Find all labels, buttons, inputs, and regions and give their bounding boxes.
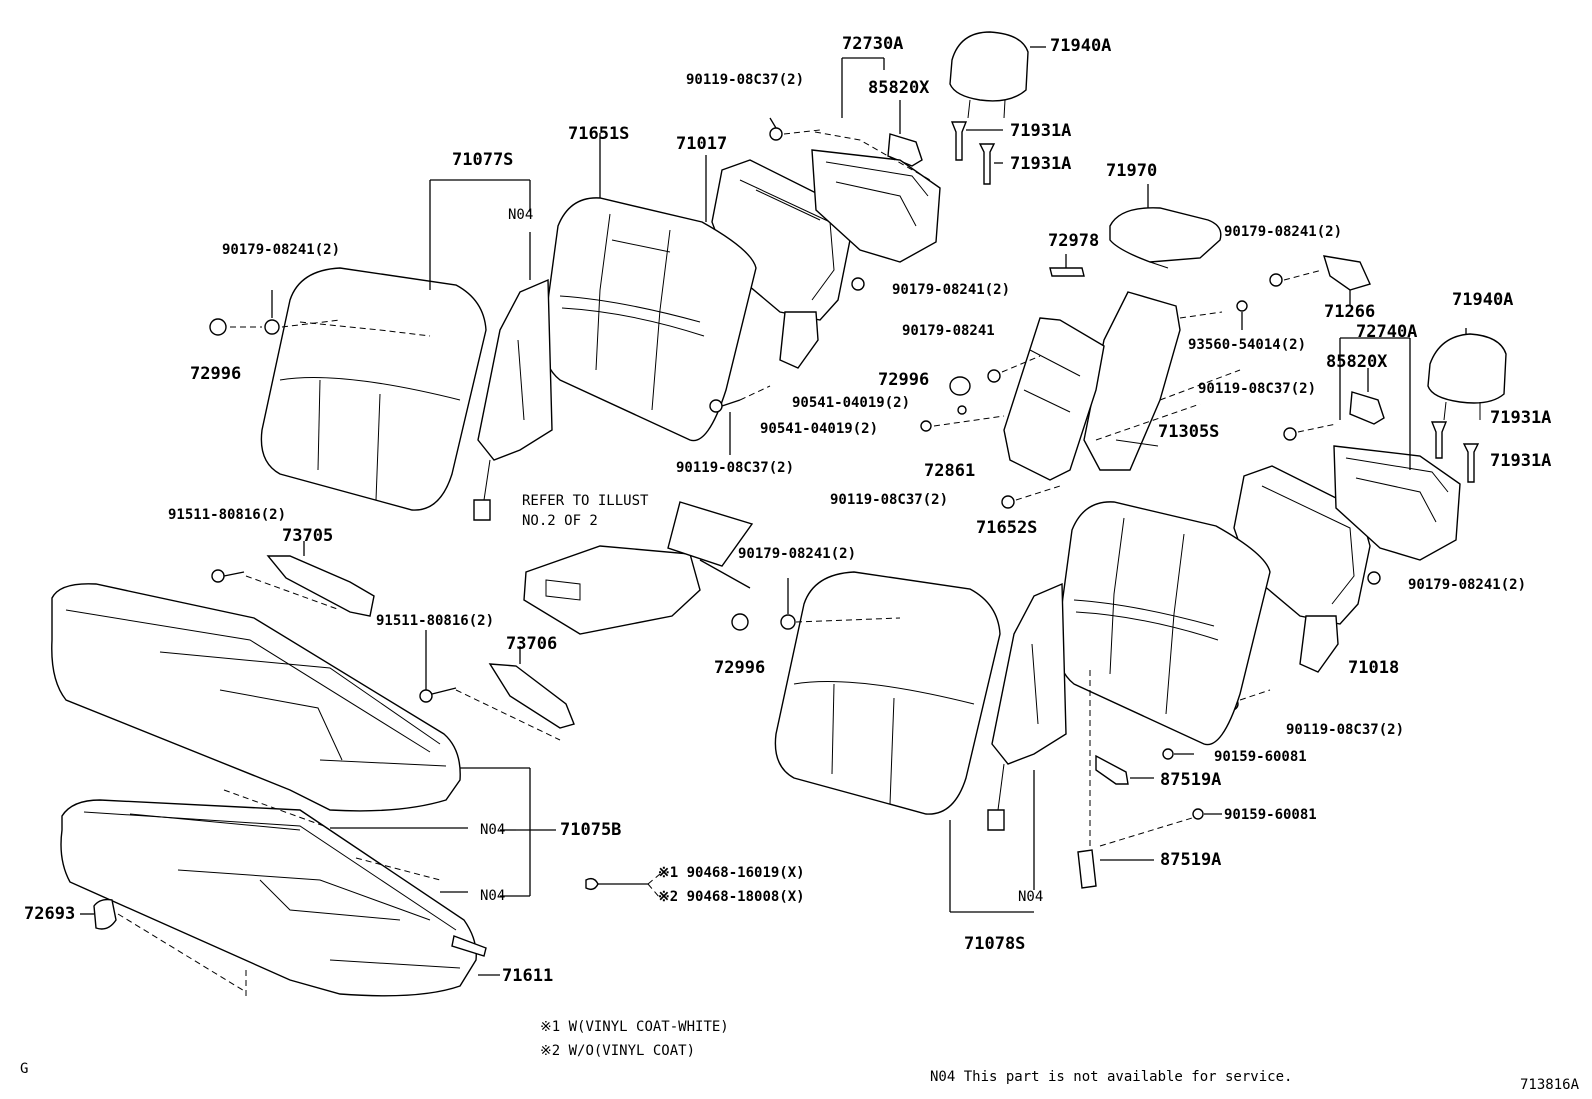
plug-72996-right bbox=[731, 578, 901, 631]
part-label-71017[interactable]: 71017 bbox=[676, 134, 728, 154]
plug-72996-left bbox=[209, 290, 341, 336]
part-label-72996-left[interactable]: 72996 bbox=[190, 364, 242, 384]
n04-marker-71078S: N04 bbox=[1018, 889, 1044, 905]
part-label-71931A-4[interactable]: 71931A bbox=[1490, 451, 1552, 471]
n04-marker-cushion-lower: N04 bbox=[480, 888, 506, 904]
part-label-71018[interactable]: 71018 bbox=[1348, 658, 1400, 678]
leader-72730A bbox=[841, 57, 885, 118]
figure-id: 713816A bbox=[1520, 1077, 1580, 1093]
part-label-71931A-3[interactable]: 71931A bbox=[1490, 408, 1552, 428]
part-label-90179-08241[interactable]: 90179-08241 bbox=[902, 323, 995, 339]
part-label-90179-08241-center-lower[interactable]: 90179-08241(2) bbox=[738, 546, 857, 562]
hooks-87519A bbox=[1077, 670, 1222, 889]
part-label-71305S[interactable]: 71305S bbox=[1158, 422, 1220, 442]
bolt-90119-left bbox=[709, 117, 865, 455]
footnote-1: ※1 W(VINYL COAT-WHITE) bbox=[540, 1019, 729, 1035]
part-label-90119-08C37-right[interactable]: 90119-08C37(2) bbox=[1198, 381, 1317, 397]
part-label-87519A-2[interactable]: 87519A bbox=[1160, 850, 1222, 870]
part-label-90119-08C37-center[interactable]: 90119-08C37(2) bbox=[830, 492, 949, 508]
service-note: N04 This part is not available for servi… bbox=[930, 1069, 1293, 1085]
part-label-87519A-1[interactable]: 87519A bbox=[1160, 770, 1222, 790]
part-label-71970[interactable]: 71970 bbox=[1106, 161, 1158, 181]
cushion-71075B bbox=[51, 583, 556, 897]
option-2: ※2 90468-18008(X) bbox=[658, 889, 805, 905]
cover-71651S bbox=[542, 133, 757, 442]
part-label-90541-04019-2[interactable]: 90541-04019(2) bbox=[760, 421, 879, 437]
part-label-71611[interactable]: 71611 bbox=[502, 966, 554, 986]
part-label-90179-08241-center[interactable]: 90179-08241(2) bbox=[892, 282, 1011, 298]
brackets-73705-73706 bbox=[211, 541, 575, 741]
part-label-72996-center[interactable]: 72996 bbox=[878, 370, 930, 390]
refer-note-line2: NO.2 OF 2 bbox=[522, 513, 598, 529]
refer-note-line1: REFER TO ILLUST bbox=[522, 493, 649, 509]
part-label-71651S[interactable]: 71651S bbox=[568, 124, 630, 144]
part-label-71078S[interactable]: 71078S bbox=[964, 934, 1026, 954]
part-label-85820X-right[interactable]: 85820X bbox=[1326, 352, 1388, 372]
part-label-72740A[interactable]: 72740A bbox=[1356, 322, 1418, 342]
pad-71078S bbox=[774, 571, 1067, 913]
n04-marker-cushion-upper: N04 bbox=[480, 822, 506, 838]
part-label-71940A-lower[interactable]: 71940A bbox=[1452, 290, 1514, 310]
lock-85820X-left bbox=[887, 100, 923, 167]
part-label-90119-08C37-upper[interactable]: 90119-08C37(2) bbox=[686, 72, 805, 88]
footnote-2: ※2 W/O(VINYL COAT) bbox=[540, 1043, 696, 1059]
part-label-85820X-left[interactable]: 85820X bbox=[868, 78, 930, 98]
headrest-left-drawing bbox=[949, 31, 1046, 185]
part-label-91511-80816-1[interactable]: 91511-80816(2) bbox=[168, 507, 287, 523]
part-label-72693[interactable]: 72693 bbox=[24, 904, 76, 924]
referenced-armrest-block bbox=[523, 501, 754, 635]
part-label-71075B[interactable]: 71075B bbox=[560, 820, 622, 840]
lock-85820X-right bbox=[1349, 368, 1385, 425]
part-label-90119-08C37-left-lower[interactable]: 90119-08C37(2) bbox=[676, 460, 795, 476]
part-label-90179-08241-right-lower[interactable]: 90179-08241(2) bbox=[1408, 577, 1527, 593]
part-label-91511-80816-2[interactable]: 91511-80816(2) bbox=[376, 613, 495, 629]
corner-letter: G bbox=[20, 1061, 29, 1077]
part-label-71077S[interactable]: 71077S bbox=[452, 150, 514, 170]
n04-marker-71077S: N04 bbox=[508, 207, 534, 223]
armrest-71970 bbox=[1109, 184, 1222, 269]
part-label-71940A-upper[interactable]: 71940A bbox=[1050, 36, 1112, 56]
cushion-pad-71611 bbox=[60, 789, 500, 997]
part-label-93560-54014[interactable]: 93560-54014(2) bbox=[1188, 337, 1307, 353]
part-label-90179-08241-left[interactable]: 90179-08241(2) bbox=[222, 242, 341, 258]
part-label-90119-08C37-right-lower[interactable]: 90119-08C37(2) bbox=[1286, 722, 1405, 738]
part-label-90541-04019-1[interactable]: 90541-04019(2) bbox=[792, 395, 911, 411]
part-label-90159-60081-2[interactable]: 90159-60081 bbox=[1224, 807, 1317, 823]
part-label-72861[interactable]: 72861 bbox=[924, 461, 976, 481]
part-label-73705[interactable]: 73705 bbox=[282, 526, 334, 546]
clip-72693 bbox=[80, 898, 247, 1000]
headrest-right-drawing bbox=[1427, 328, 1507, 483]
part-label-72978[interactable]: 72978 bbox=[1048, 231, 1100, 251]
armrest-frame bbox=[1003, 254, 1241, 481]
option-pin bbox=[585, 873, 661, 899]
part-label-71652S[interactable]: 71652S bbox=[976, 518, 1038, 538]
bracket-71266 bbox=[1269, 255, 1371, 305]
part-label-72730A[interactable]: 72730A bbox=[842, 34, 904, 54]
pad-71077S bbox=[260, 179, 553, 521]
part-label-72996-right[interactable]: 72996 bbox=[714, 658, 766, 678]
part-label-90159-60081-1[interactable]: 90159-60081 bbox=[1214, 749, 1307, 765]
part-label-90179-08241-right-upper[interactable]: 90179-08241(2) bbox=[1224, 224, 1343, 240]
part-label-71931A-1[interactable]: 71931A bbox=[1010, 121, 1072, 141]
part-label-71931A-2[interactable]: 71931A bbox=[1010, 154, 1072, 174]
part-label-73706[interactable]: 73706 bbox=[506, 634, 558, 654]
part-label-71266[interactable]: 71266 bbox=[1324, 302, 1376, 322]
center-fasteners bbox=[920, 300, 1248, 509]
frame-71018 bbox=[1225, 337, 1461, 711]
option-1: ※1 90468-16019(X) bbox=[658, 865, 805, 881]
